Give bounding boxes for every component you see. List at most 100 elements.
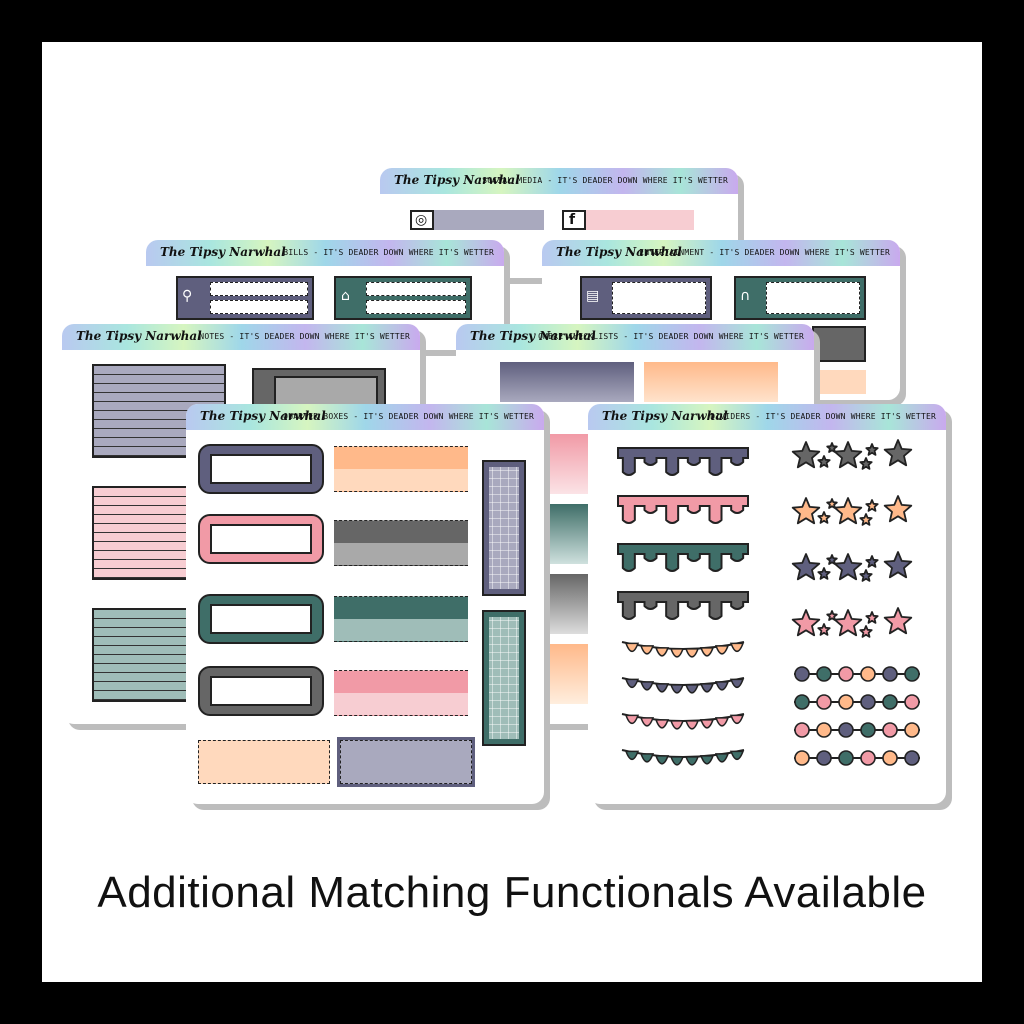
star-divider-star: [833, 609, 863, 637]
drip-divider: [617, 447, 749, 476]
book-icon: ▤: [586, 288, 600, 304]
headphones-icon: ∩: [740, 288, 751, 304]
sheet-header: The Tipsy Narwhal NOTES - IT'S DEADER DO…: [62, 324, 420, 350]
quarter-bar-peach: [334, 446, 468, 492]
sheet-title: QUARTER BOXES - IT'S DEADER DOWN WHERE I…: [283, 412, 534, 421]
facebook-icon: f: [569, 212, 576, 228]
star-divider-star: [859, 569, 873, 582]
sheet-dividers: The Tipsy Narwhal DIVIDERS - IT'S DEADER…: [588, 404, 946, 804]
bunting-flag: [699, 719, 715, 729]
bunting-flag: [684, 684, 700, 694]
drip-divider: [617, 495, 749, 524]
star-divider-star: [883, 607, 913, 635]
quarter-bar-gray: [334, 520, 468, 566]
bead: [904, 722, 920, 738]
bunting-flag: [729, 678, 745, 689]
social-bar-pink: [586, 210, 694, 230]
star-divider-star: [791, 441, 821, 469]
bead: [904, 666, 920, 682]
bunting-flag: [669, 756, 685, 766]
brand-name: The Tipsy Narwhal: [200, 409, 326, 423]
bills-field: [210, 282, 308, 296]
sheet-title: BILLS - IT'S DEADER DOWN WHERE IT'S WETT…: [283, 248, 494, 257]
brand-name: The Tipsy Narwhal: [394, 173, 520, 187]
star-divider-star: [859, 625, 873, 638]
brand-name: The Tipsy Narwhal: [160, 245, 286, 259]
home-icon: ⌂: [341, 288, 350, 304]
bills-field: [366, 300, 466, 314]
bills-field: [210, 300, 308, 314]
ombre-block-purple: [500, 362, 634, 402]
sheet-header: The Tipsy Narwhal ENTERTAINMENT - IT'S D…: [542, 240, 900, 266]
star-divider-star: [826, 498, 838, 509]
brand-name: The Tipsy Narwhal: [556, 245, 682, 259]
quarter-box-peach: [198, 740, 330, 784]
bead: [860, 694, 876, 710]
entertainment-strip-peach: [812, 370, 866, 394]
sheet-title: NOTES - IT'S DEADER DOWN WHERE IT'S WETT…: [199, 332, 410, 341]
star-divider-star: [859, 457, 873, 470]
bead: [794, 722, 810, 738]
bead: [904, 750, 920, 766]
faucet-icon: ⚲: [182, 288, 193, 304]
bead: [882, 666, 898, 682]
quarter-bar-teal: [334, 596, 468, 642]
bead: [794, 694, 810, 710]
star-divider-star: [791, 553, 821, 581]
bunting-flag: [684, 648, 700, 658]
quarter-bar-pink: [334, 670, 468, 716]
bunting-flag: [654, 755, 670, 765]
brand-name: The Tipsy Narwhal: [76, 329, 202, 343]
star-divider-star: [817, 567, 831, 580]
bunting-flag: [699, 755, 715, 765]
instagram-box: [410, 210, 434, 230]
bead: [882, 750, 898, 766]
dividers-art: [617, 439, 920, 766]
sheet-header: The Tipsy Narwhal BILLS - IT'S DEADER DO…: [146, 240, 504, 266]
entertainment-field: [766, 282, 860, 314]
bunting-flag: [639, 645, 655, 655]
bunting-flag: [639, 753, 655, 763]
brand-name: The Tipsy Narwhal: [602, 409, 728, 423]
bunting-flag: [669, 684, 685, 694]
star-divider-star: [865, 555, 879, 568]
bead: [794, 666, 810, 682]
bead: [838, 722, 854, 738]
star-divider-star: [865, 443, 879, 456]
bead: [860, 750, 876, 766]
sheet-header: The Tipsy Narwhal QUARTER BOXES - IT'S D…: [186, 404, 544, 430]
product-panel: The Tipsy Narwhal SOCIAL MEDIA - IT'S DE…: [42, 42, 982, 982]
bunting-flag: [624, 714, 640, 725]
notes-paper-purple: [92, 364, 226, 458]
sheet-header: The Tipsy Narwhal SOCIAL MEDIA - IT'S DE…: [380, 168, 738, 194]
star-divider-star: [865, 499, 879, 512]
ombre-block-peach: [644, 362, 778, 402]
bunting-flag: [624, 750, 640, 761]
bead: [904, 694, 920, 710]
scallop-box-gray: [198, 666, 324, 716]
bunting-flag: [654, 719, 670, 729]
bead: [882, 694, 898, 710]
bead: [838, 750, 854, 766]
bunting-flag: [639, 681, 655, 691]
bead: [838, 694, 854, 710]
bead: [882, 722, 898, 738]
scallop-box-teal: [198, 594, 324, 644]
entertainment-box-gray: [812, 326, 866, 362]
star-divider-star: [859, 513, 873, 526]
instagram-icon: ◎: [415, 212, 428, 228]
star-divider-star: [817, 511, 831, 524]
star-divider-star: [826, 442, 838, 453]
bead: [816, 750, 832, 766]
social-bar-lavender: [434, 210, 544, 230]
drip-divider: [617, 591, 749, 620]
bunting-flag: [714, 717, 730, 727]
bunting-flag: [729, 642, 745, 653]
bead: [860, 722, 876, 738]
facebook-box: [562, 210, 586, 230]
star-divider-star: [791, 609, 821, 637]
star-divider-star: [883, 495, 913, 523]
bunting-flag: [729, 750, 745, 761]
scallop-box-pink: [198, 514, 324, 564]
star-divider-star: [826, 610, 838, 621]
